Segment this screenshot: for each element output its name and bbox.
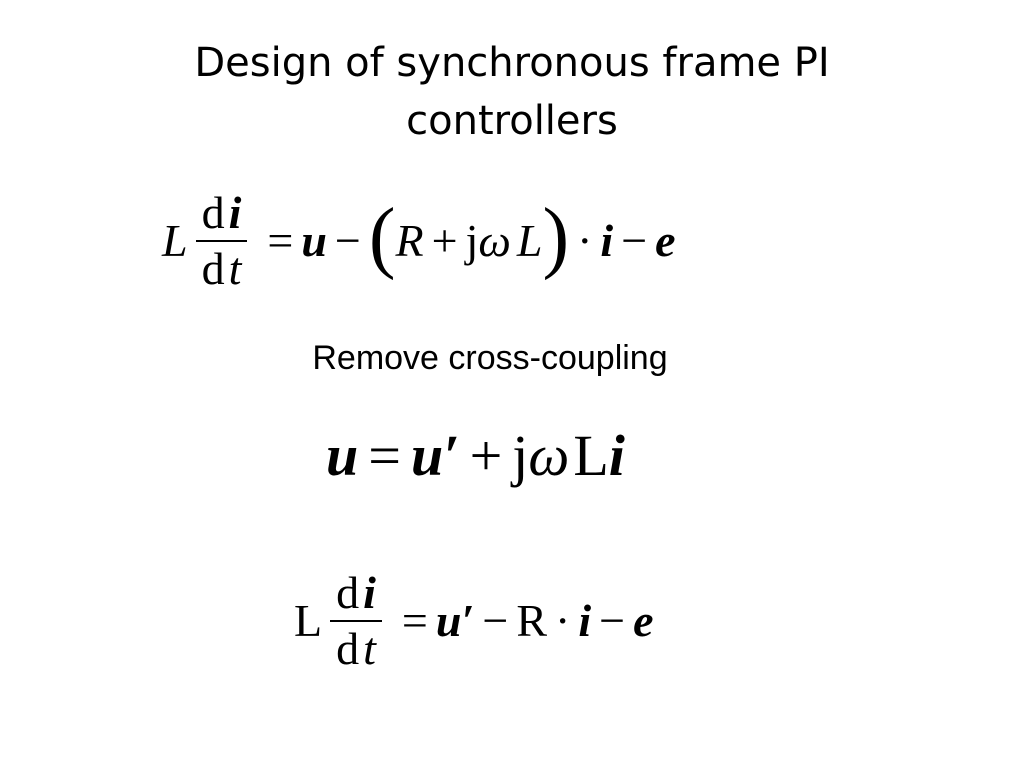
eq1-minus-1: −	[334, 215, 361, 266]
eq1-voltage: u	[301, 215, 327, 266]
eq2-current: i	[608, 423, 625, 488]
eq2-plus: +	[469, 423, 503, 488]
eq3-denominator: dt	[330, 622, 382, 676]
eq1-derivative-fraction: di dt	[195, 186, 248, 296]
eq2-j: j	[512, 423, 529, 488]
equation-decoupling: u = u′ + j ω L i	[326, 420, 625, 492]
eq1-equals: =	[267, 215, 294, 266]
eq3-num-d: d	[336, 567, 360, 618]
eq1-resistance: R	[395, 215, 424, 266]
eq1-num-d: d	[201, 187, 225, 238]
eq1-left-paren: (	[368, 193, 396, 281]
eq1-inductance-2: L	[516, 215, 543, 266]
subtitle-remove-cross-coupling: Remove cross-coupling	[312, 339, 668, 377]
eq3-voltage-prime: u′	[435, 595, 475, 646]
eq2-equals: =	[368, 423, 401, 488]
eq1-fraction-bar	[195, 240, 248, 242]
title-line-2: controllers	[406, 98, 618, 144]
eq1-right-paren: )	[542, 193, 570, 281]
eq3-num-current: i	[363, 567, 376, 618]
eq3-minus-1: −	[482, 595, 509, 646]
eq1-omega: ω	[478, 215, 511, 266]
eq3-minus-2: −	[599, 595, 626, 646]
eq1-den-d: d	[201, 243, 225, 294]
eq3-current: i	[578, 595, 592, 646]
eq1-back-emf: e	[655, 215, 676, 266]
title-line-1: Design of synchronous frame PI	[194, 40, 830, 86]
eq1-den-time: t	[228, 243, 242, 294]
equation-decoupled-dynamics: L di dt = u′ − R · i − e	[294, 556, 654, 686]
equation-voltage-dynamics: L di dt = u − ( R + j ω L ) · i − e	[162, 176, 676, 306]
eq3-den-time: t	[363, 623, 376, 674]
eq3-fraction-bar	[330, 620, 382, 622]
eq3-derivative-fraction: di dt	[330, 566, 382, 676]
eq3-numerator: di	[330, 566, 382, 620]
eq2-inductance: L	[573, 423, 609, 488]
eq2-voltage: u	[326, 423, 359, 488]
eq3-dot: ·	[555, 595, 571, 646]
eq1-denominator: dt	[196, 242, 248, 296]
eq3-den-d: d	[336, 623, 360, 674]
eq2-voltage-prime: u′	[410, 423, 460, 488]
eq3-inductance: L	[294, 595, 323, 646]
slide-title: Design of synchronous frame PI controlle…	[0, 34, 1024, 150]
eq3-equals: =	[401, 595, 428, 646]
eq1-inductance: L	[162, 215, 188, 266]
eq1-num-current: i	[228, 187, 242, 238]
eq1-numerator: di	[196, 186, 248, 240]
eq1-dot: ·	[577, 215, 593, 266]
eq1-current: i	[600, 215, 614, 266]
eq1-plus: +	[431, 215, 458, 266]
eq1-j: j	[465, 215, 479, 266]
eq3-back-emf: e	[633, 595, 654, 646]
eq3-resistance: R	[516, 595, 548, 646]
eq2-omega: ω	[528, 423, 570, 488]
eq1-minus-2: −	[621, 215, 648, 266]
